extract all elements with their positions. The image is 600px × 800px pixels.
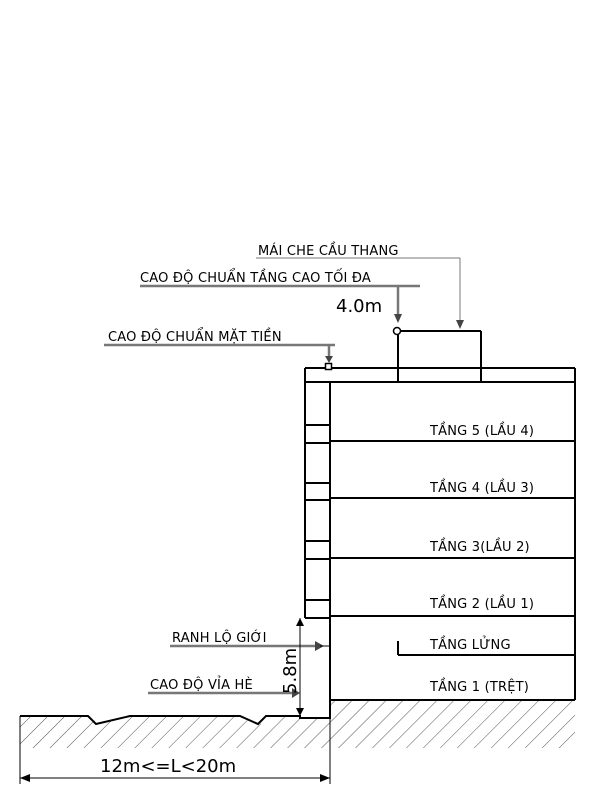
stair-roof-leader <box>256 257 464 329</box>
setback-dimension: 4.0m <box>336 296 382 317</box>
floor-label-2: TẦNG 2 (LẦU 1) <box>429 595 534 612</box>
street-width-label: 12m<=L<20m <box>100 756 236 777</box>
ground-hatch <box>20 700 575 748</box>
facade-height-label: CAO ĐỘ CHUẨN MẶT TIỀN <box>108 328 282 345</box>
height-dimension-label: 5.8m <box>280 648 301 694</box>
setback-leader <box>170 641 330 651</box>
height-dimension <box>296 618 304 716</box>
sidewalk-label: CAO ĐỘ VỈA HÈ <box>150 676 253 693</box>
street-width-dimension <box>19 716 331 784</box>
facade-height-leader <box>104 343 335 371</box>
floor-label-1: TẦNG 1 (TRỆT) <box>429 678 529 695</box>
floor-label-5: TẦNG 5 (LẦU 4) <box>429 422 534 439</box>
ground-line <box>20 699 575 726</box>
sidewalk-leader <box>148 688 300 698</box>
floor-label-mezzanine: TẦNG LỬNG <box>429 636 511 653</box>
stair-roof-label: MÁI CHE CẦU THANG <box>258 242 399 259</box>
setback-label: RANH LỘ GIỚI <box>172 630 267 646</box>
floor-label-3: TẦNG 3(LẦU 2) <box>429 538 530 555</box>
floor-label-4: TẦNG 4 (LẦU 3) <box>429 479 534 496</box>
building <box>304 330 576 700</box>
max-height-label: CAO ĐỘ CHUẨN TẦNG CAO TỐI ĐA <box>140 269 371 286</box>
max-height-leader <box>140 284 420 336</box>
